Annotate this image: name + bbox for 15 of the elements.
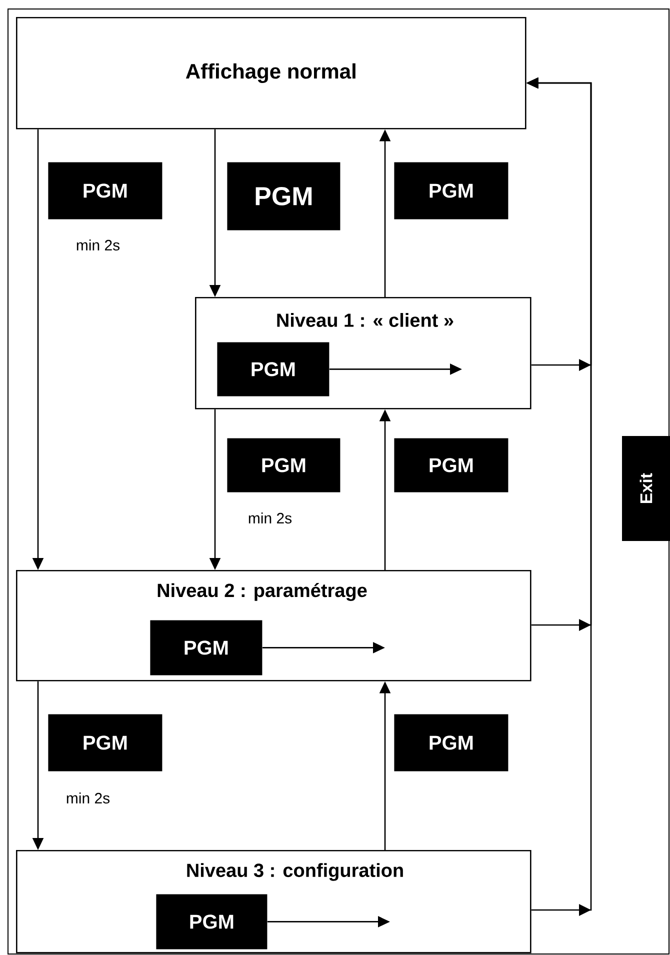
duration-note: min 2s bbox=[248, 512, 292, 524]
key-label: PGM bbox=[394, 438, 508, 492]
key-label: PGM bbox=[48, 714, 162, 772]
duration-note: min 2s bbox=[76, 240, 120, 250]
state-box: Affichage normal bbox=[16, 17, 526, 130]
key-label: PGM bbox=[227, 162, 340, 230]
key-label: PGM bbox=[150, 620, 262, 676]
key-label: PGM bbox=[394, 714, 508, 772]
duration-note: min 2s bbox=[66, 792, 110, 804]
key-label: PGM bbox=[217, 342, 330, 396]
key-label: PGM bbox=[227, 438, 340, 492]
key-label: PGM bbox=[394, 162, 508, 220]
key-label: PGM bbox=[156, 894, 268, 950]
exit-label: Exit bbox=[622, 436, 670, 541]
key-label: PGM bbox=[48, 162, 162, 220]
